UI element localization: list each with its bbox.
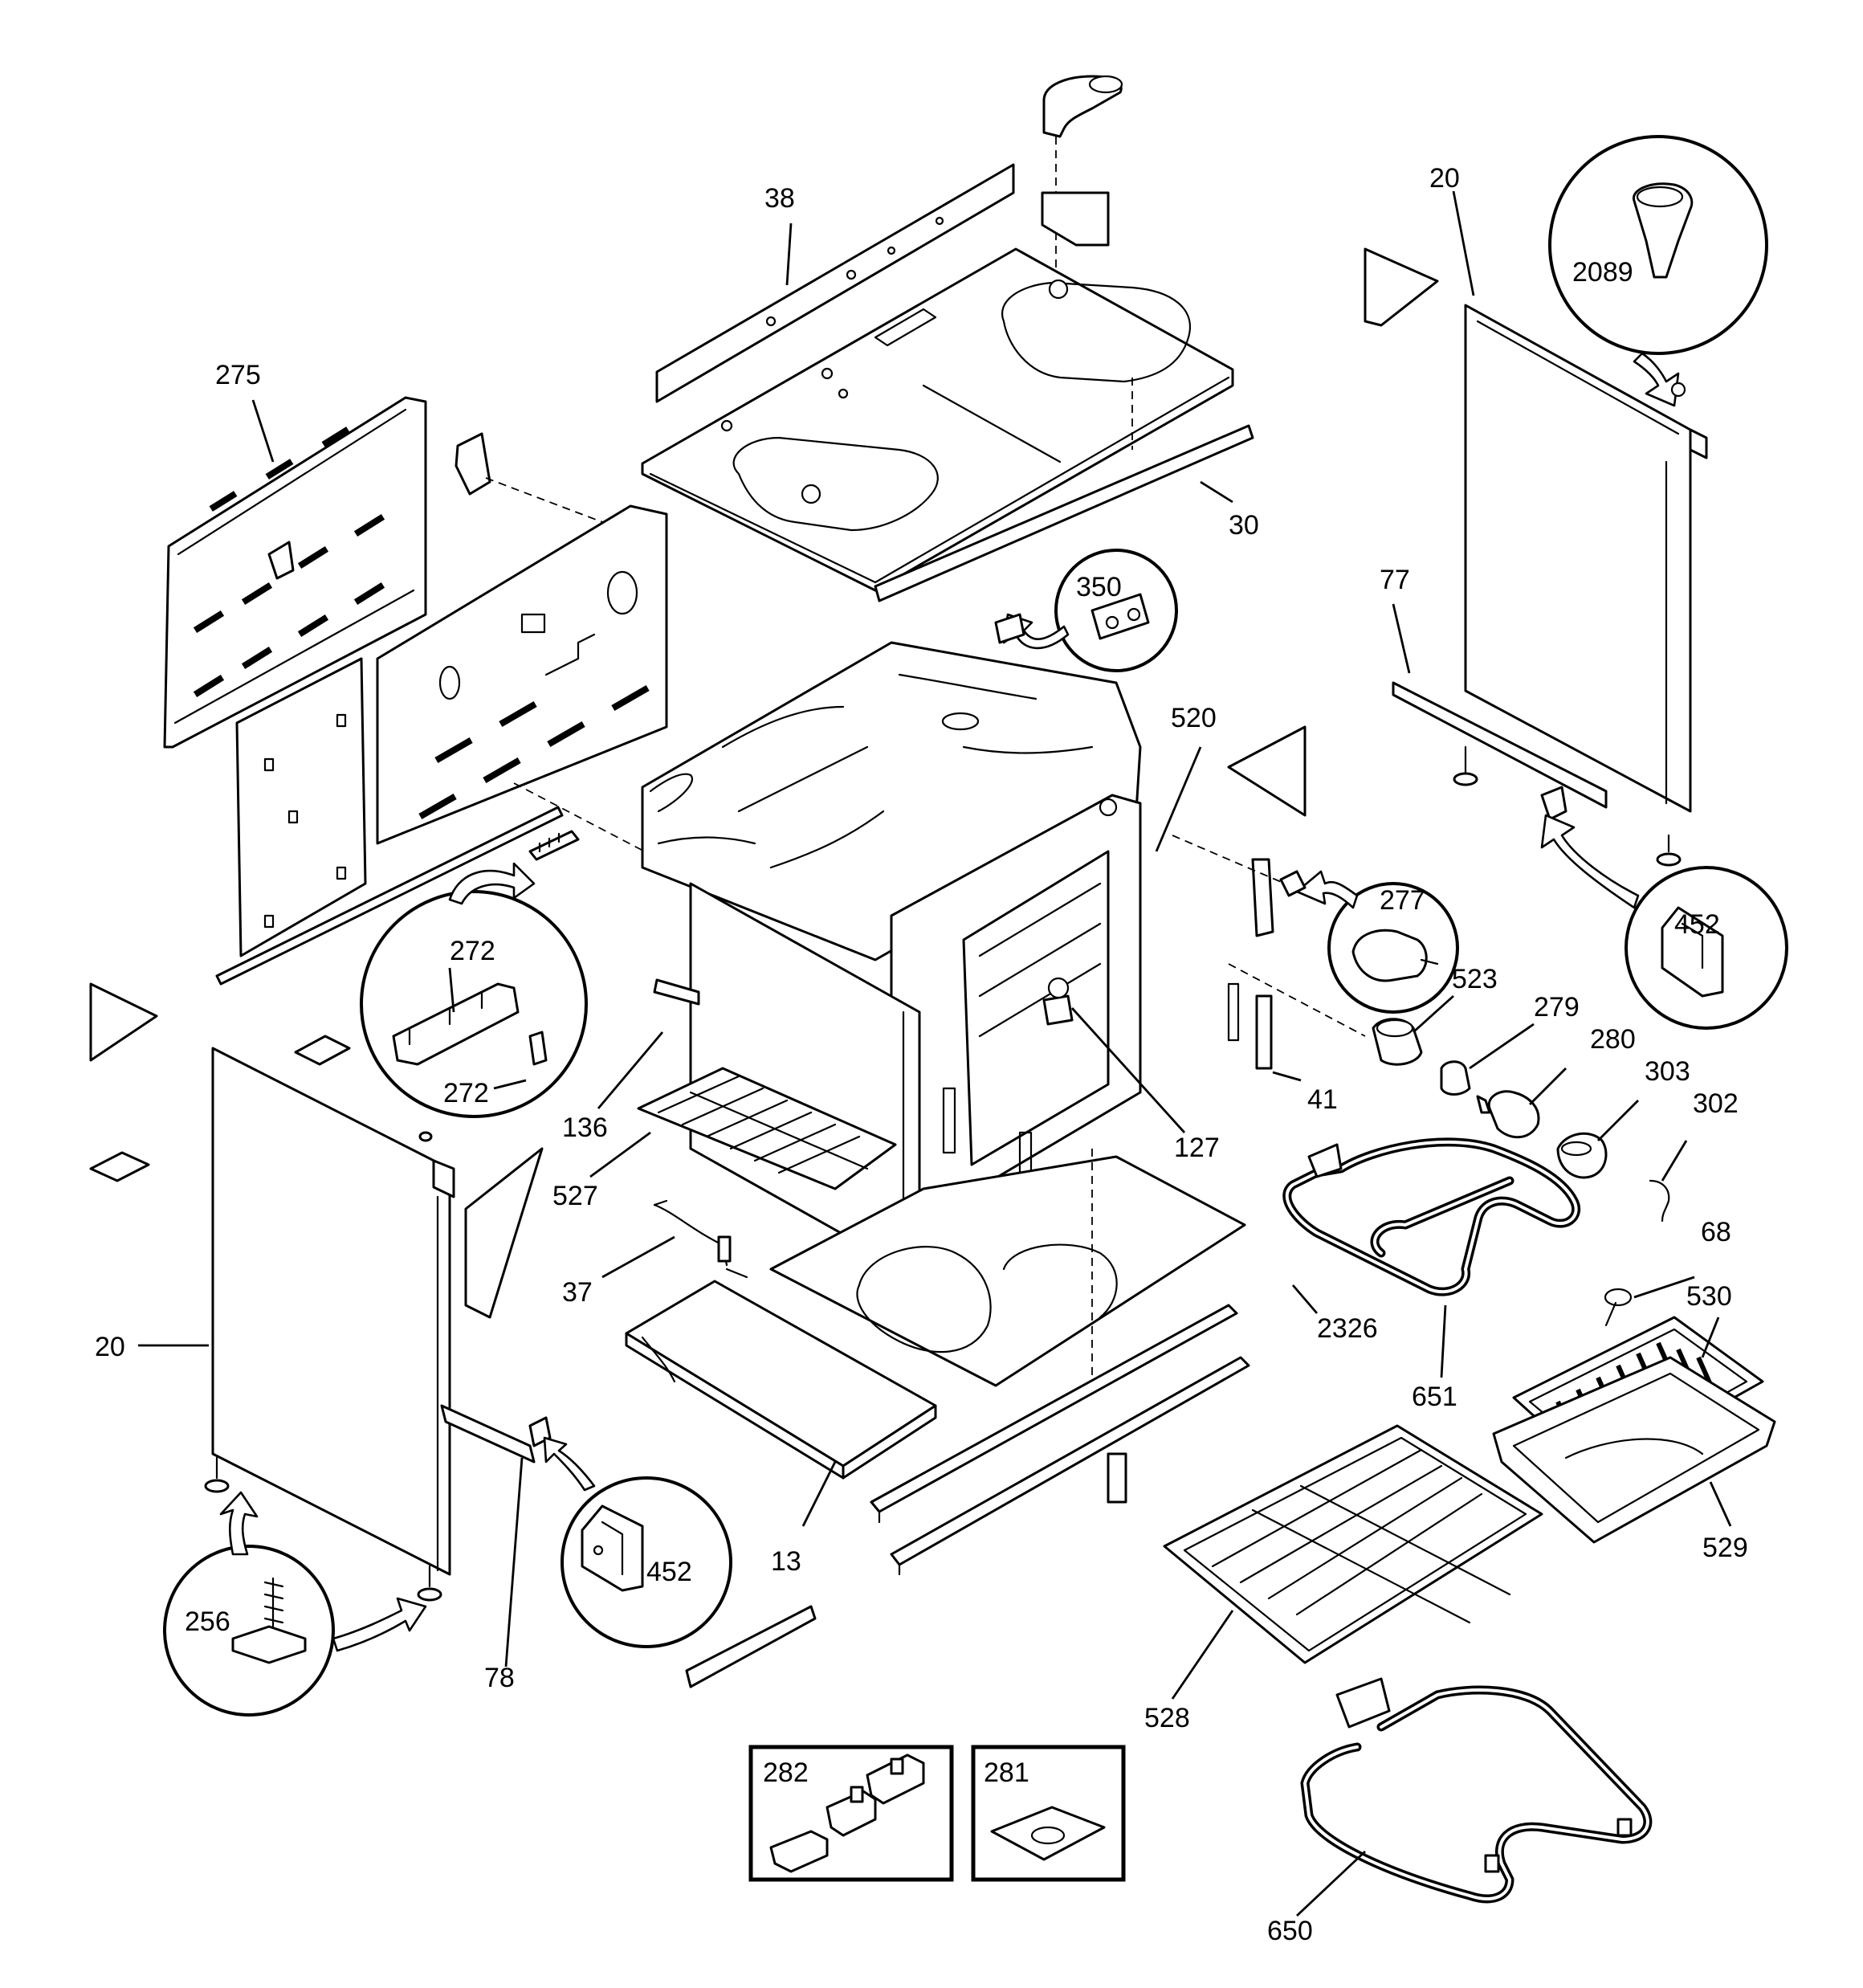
box-281 <box>971 1745 1126 1882</box>
callout-272 <box>360 890 588 1118</box>
screw <box>1670 382 1686 398</box>
rail-clip-right <box>1540 786 1567 821</box>
bottom-rails <box>870 1304 1250 1576</box>
cooktop-panel <box>641 247 1234 592</box>
label-272-bottom: 272 <box>443 1078 489 1108</box>
label-282: 282 <box>763 1757 809 1788</box>
clip-302 <box>1649 1179 1670 1223</box>
rear-top-strip <box>655 163 1015 403</box>
oven-rack-upper <box>637 1067 897 1190</box>
label-37: 37 <box>562 1277 593 1308</box>
bake-element <box>1300 1677 1653 1904</box>
label-279: 279 <box>1534 992 1580 1023</box>
leveler-right <box>1453 745 1682 867</box>
clip-68 <box>1604 1288 1633 1327</box>
lower-rail <box>215 806 564 986</box>
label-41: 41 <box>1307 1084 1338 1115</box>
small-pad <box>294 1035 351 1066</box>
callout-256-arrow-up <box>219 1491 259 1556</box>
rear-panel <box>163 396 427 749</box>
oven-body <box>641 641 1240 1279</box>
callout-272-arrow <box>448 862 536 905</box>
label-20-right: 20 <box>1429 163 1460 194</box>
thermostat-sensor <box>1279 870 1307 897</box>
callout-256-arrow-right <box>332 1597 427 1652</box>
label-651: 651 <box>1412 1382 1457 1412</box>
door-hinge <box>1251 858 1274 1070</box>
label-277: 277 <box>1380 885 1425 916</box>
leader-lines <box>138 190 1475 1347</box>
label-272-top: 272 <box>450 936 495 966</box>
inner-back-panel <box>376 504 668 845</box>
callout-452-right <box>1625 866 1788 1030</box>
front-top-rail <box>874 424 1254 602</box>
part-number-labels: 38 275 30 20 2089 350 77 520 272 272 277… <box>95 163 1748 1946</box>
side-panel-left <box>211 1047 455 1576</box>
label-127: 127 <box>1174 1133 1220 1163</box>
leveler-left <box>204 1456 442 1602</box>
label-20-left: 20 <box>95 1332 125 1362</box>
oven-rack-lower <box>1163 1424 1543 1664</box>
terminal-block <box>528 830 580 861</box>
side-panel-right <box>1464 304 1708 813</box>
side-bracket <box>1227 725 1307 817</box>
corner-bracket <box>1364 247 1439 327</box>
storage-drawer-panel <box>625 1280 937 1480</box>
small-clip <box>1107 1452 1127 1504</box>
callout-256 <box>163 1545 335 1717</box>
label-78: 78 <box>484 1663 515 1693</box>
label-256: 256 <box>185 1606 230 1637</box>
label-452-left: 452 <box>646 1557 692 1587</box>
label-77: 77 <box>1380 565 1410 595</box>
corner-bracket-left <box>89 982 158 1062</box>
callout-2089 <box>1548 135 1768 355</box>
label-136: 136 <box>562 1112 608 1143</box>
label-520: 520 <box>1171 703 1217 733</box>
label-275: 275 <box>215 360 261 390</box>
callout-277 <box>1327 882 1459 1014</box>
broil-element <box>1282 1137 1581 1296</box>
callout-452-left <box>561 1476 732 1648</box>
label-302: 302 <box>1693 1088 1739 1119</box>
vent-duct <box>1042 75 1123 138</box>
label-281: 281 <box>984 1757 1029 1788</box>
label-280: 280 <box>1590 1024 1636 1055</box>
small-pad-2 <box>89 1151 150 1182</box>
callout-277-arrow <box>1295 870 1359 909</box>
callout-452-right-arrow <box>1540 814 1640 909</box>
label-38: 38 <box>764 183 795 214</box>
vent-bracket <box>1041 191 1110 247</box>
wiring-harness <box>653 1199 748 1279</box>
callout-452-left-arrow <box>543 1436 596 1492</box>
label-30: 30 <box>1229 510 1259 541</box>
lamp-assembly <box>1372 1018 1608 1179</box>
broil-pan <box>1492 1356 1776 1544</box>
insulation-piece <box>464 1147 544 1319</box>
label-650: 650 <box>1267 1916 1313 1946</box>
label-528: 528 <box>1144 1703 1190 1733</box>
label-452-right: 452 <box>1674 909 1720 940</box>
label-527: 527 <box>552 1181 598 1211</box>
side-rail-right <box>1392 681 1608 809</box>
label-2089: 2089 <box>1572 257 1633 288</box>
label-303: 303 <box>1645 1056 1690 1087</box>
label-530: 530 <box>1686 1281 1732 1312</box>
bottom-bracket <box>685 1605 817 1688</box>
label-13: 13 <box>771 1546 801 1577</box>
gasket-clip <box>994 613 1025 644</box>
label-68: 68 <box>1701 1217 1731 1247</box>
callout-2089-arrow <box>1633 352 1680 407</box>
front-frame-strip <box>653 978 700 1006</box>
callout-350 <box>1054 549 1178 672</box>
label-350: 350 <box>1076 572 1122 602</box>
label-523: 523 <box>1452 964 1498 994</box>
side-rail-left <box>440 1404 536 1463</box>
box-282 <box>748 1745 954 1882</box>
small-bracket <box>455 432 491 496</box>
label-2326: 2326 <box>1317 1313 1378 1344</box>
label-529: 529 <box>1702 1533 1748 1563</box>
inner-side-panel <box>235 657 367 957</box>
oven-bottom <box>769 1155 1246 1387</box>
